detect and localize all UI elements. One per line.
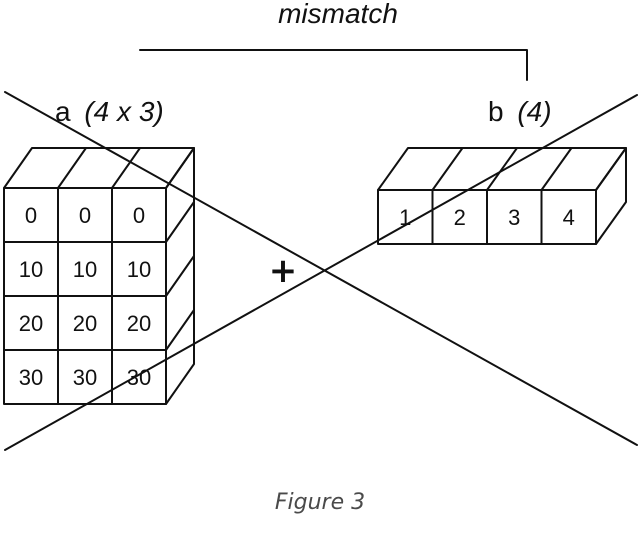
array-a-cell: 20 bbox=[73, 311, 97, 336]
array-a-cell: 0 bbox=[25, 203, 37, 228]
array-b-side-face bbox=[595, 147, 627, 245]
array-b-top-divider bbox=[540, 147, 573, 191]
array-a-label: a (4 x 3) bbox=[55, 96, 164, 127]
array-b-cell: 2 bbox=[454, 205, 466, 230]
array-a-cell: 20 bbox=[19, 311, 43, 336]
array-a-side-divider bbox=[165, 255, 195, 297]
array-a-top-divider bbox=[57, 147, 87, 189]
array-a-side-divider bbox=[165, 309, 195, 351]
plus-operator: + bbox=[269, 251, 298, 291]
array-a-cell: 30 bbox=[127, 365, 151, 390]
array-b-cell: 4 bbox=[563, 205, 575, 230]
array-a-top-divider bbox=[111, 147, 141, 189]
array-b-top-divider bbox=[486, 147, 518, 191]
array-b-name: b bbox=[488, 96, 504, 127]
array-a-cell: 0 bbox=[79, 203, 91, 228]
cross-out-line-1 bbox=[4, 91, 638, 446]
array-b-cell: 3 bbox=[508, 205, 520, 230]
mismatch-bracket: mismatch bbox=[139, 0, 528, 81]
array-a-side-divider bbox=[165, 201, 195, 243]
array-a-side-face bbox=[165, 147, 195, 405]
figure-caption: Figure 3 bbox=[274, 490, 366, 515]
cross-out-line-2 bbox=[4, 94, 638, 451]
array-a-cell: 10 bbox=[19, 257, 43, 282]
array-a-cell: 30 bbox=[19, 365, 43, 390]
mismatch-bracket-line bbox=[139, 49, 528, 81]
array-a-cell: 10 bbox=[73, 257, 97, 282]
array-a-shape: (4 x 3) bbox=[84, 96, 163, 127]
array-a-cell: 10 bbox=[127, 257, 151, 282]
array-b-shape: (4) bbox=[517, 96, 551, 127]
cross-out-mark bbox=[4, 91, 638, 451]
array-a-cell: 20 bbox=[127, 311, 151, 336]
mismatch-title: mismatch bbox=[278, 0, 398, 29]
array-b-label: b (4) bbox=[488, 96, 552, 127]
array-a-cell: 30 bbox=[73, 365, 97, 390]
array-b-top-divider bbox=[431, 147, 464, 191]
array-a-name: a bbox=[55, 96, 71, 127]
array-a-cell: 0 bbox=[133, 203, 145, 228]
array-a-block: 0 0 0 10 10 10 20 20 20 30 30 30 bbox=[3, 147, 195, 405]
